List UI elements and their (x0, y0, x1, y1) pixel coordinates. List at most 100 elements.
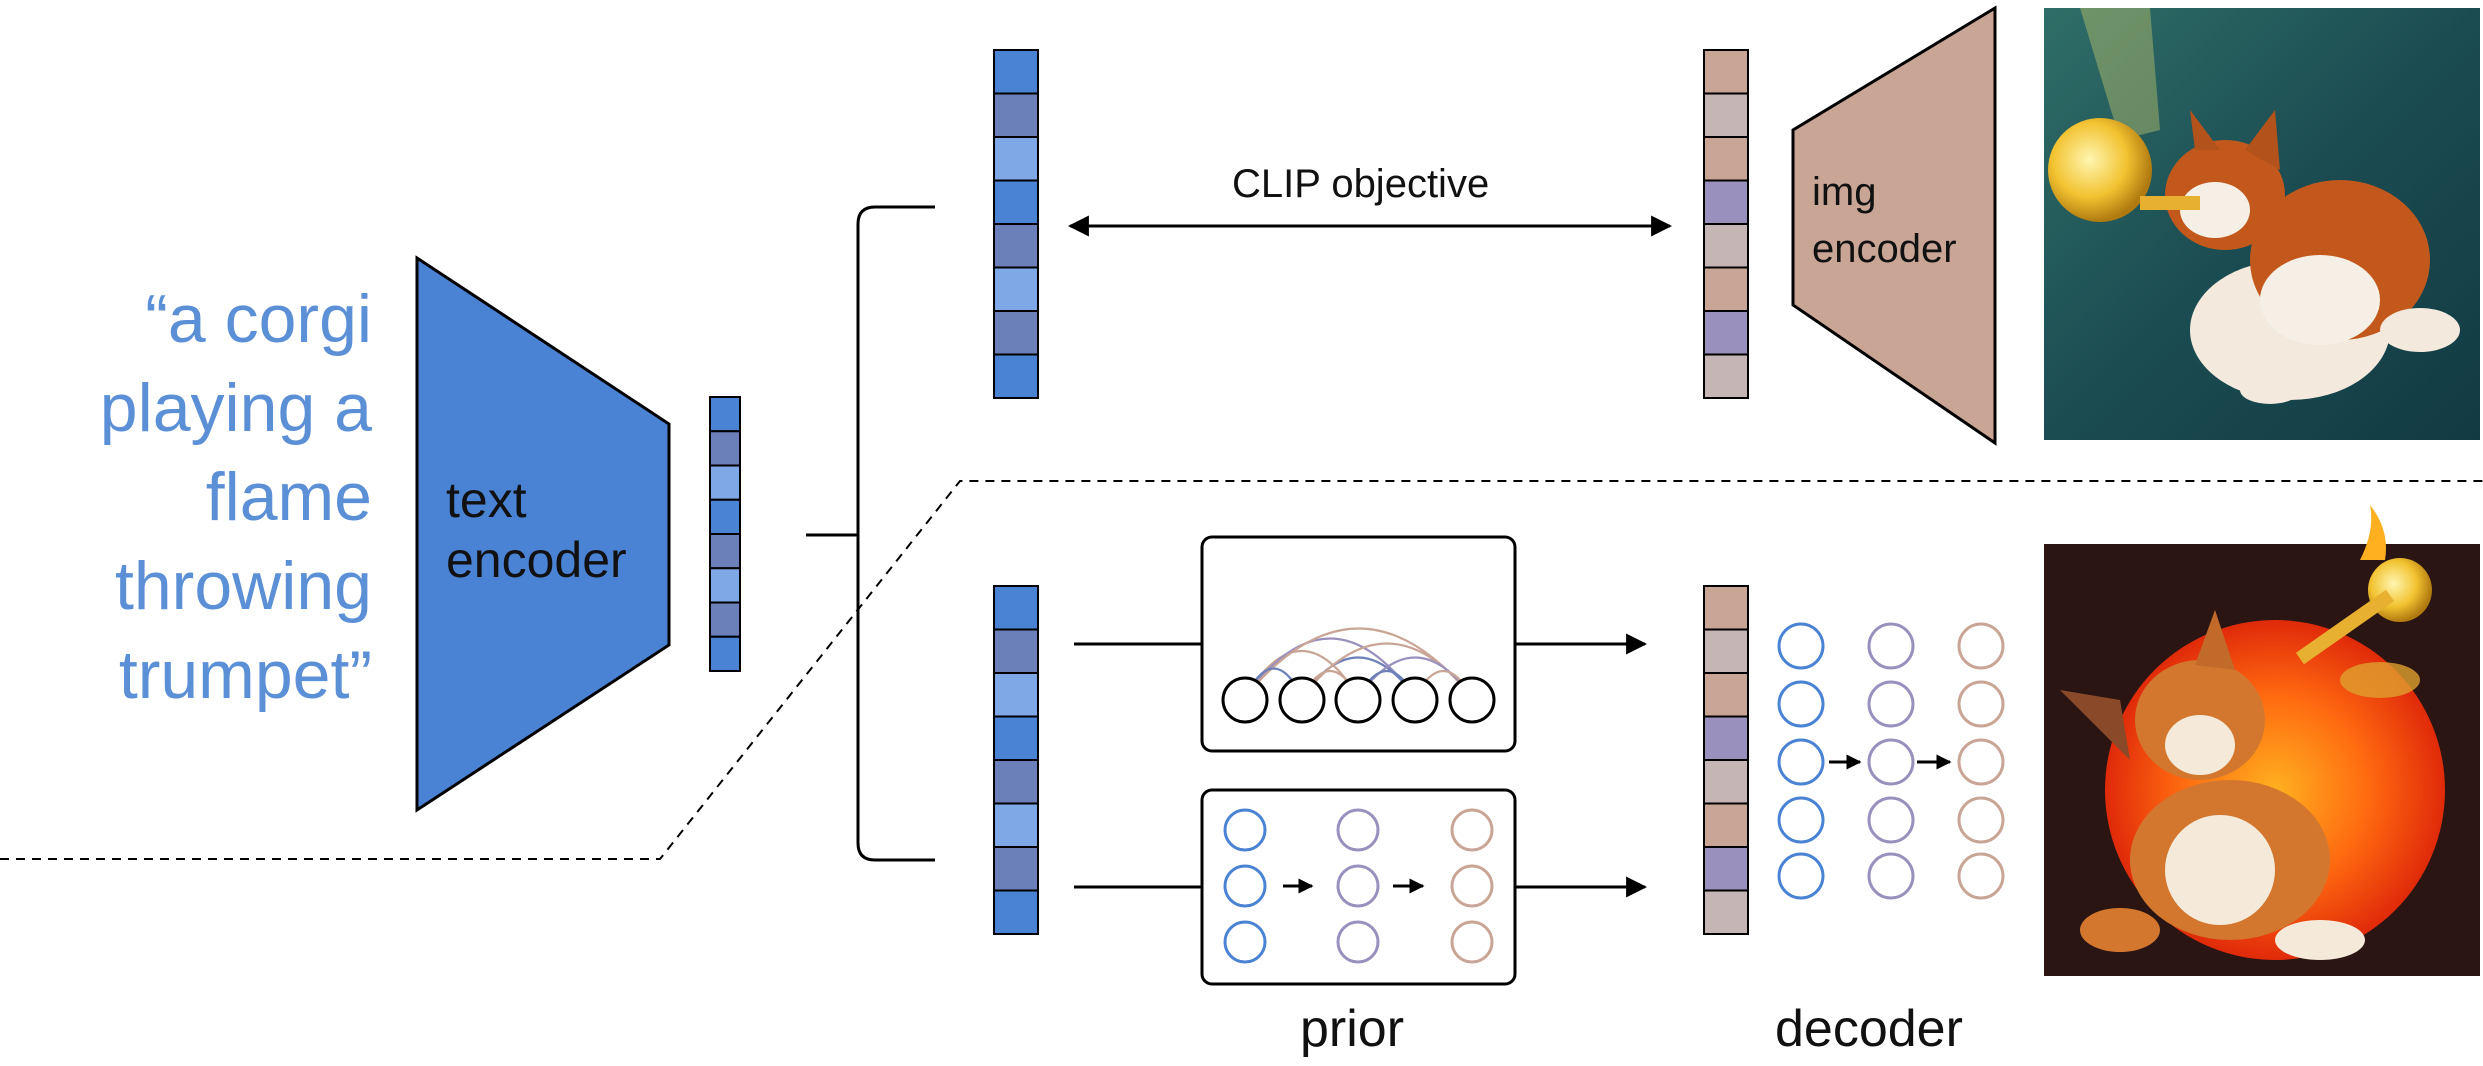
latent-circle (1450, 864, 1494, 908)
token-circle (1278, 676, 1326, 724)
prompt-line: flame (205, 459, 372, 535)
text-encoder-label: text encoder (446, 470, 627, 590)
clip-image-embedding-vector (1703, 49, 1749, 399)
embedding-cell (709, 601, 741, 638)
embedding-cell (993, 353, 1039, 399)
latent-circle (1957, 738, 2005, 786)
latent-circle (1336, 864, 1380, 908)
token-circle (1391, 676, 1439, 724)
embedding-cell (1703, 846, 1749, 892)
img-encoder-label-line: encoder (1812, 227, 1957, 271)
latent-circle (1867, 852, 1915, 900)
latent-circle (1957, 622, 2005, 670)
latent-circle (1450, 808, 1494, 852)
embedding-cell (1703, 889, 1749, 935)
latent-circle (1957, 796, 2005, 844)
prompt-line: “a corgi (145, 281, 372, 357)
decoder-label: decoder (1775, 1000, 1963, 1058)
embedding-cell (1703, 759, 1749, 805)
prompt-line: throwing (114, 548, 372, 624)
clip-objective-label: CLIP objective (1232, 162, 1490, 206)
latent-circle (1867, 680, 1915, 728)
embedding-cell (993, 49, 1039, 95)
decoder-diffusion-grid (1777, 622, 2005, 900)
latent-circle (1867, 622, 1915, 670)
embedding-cell (1703, 672, 1749, 718)
text-embedding-vector (709, 396, 741, 672)
text-encoder-label-line: encoder (446, 532, 627, 588)
text-encoder-label-line: text (446, 472, 527, 528)
embedding-cell (993, 223, 1039, 269)
text-prompt: “a corgi playing a flame throwing trumpe… (42, 275, 372, 720)
prior-label: prior (1300, 1000, 1405, 1058)
latent-circle (1777, 738, 1825, 786)
embedding-cell (1703, 715, 1749, 761)
clip-text-embedding-vector (993, 49, 1039, 399)
embedding-cell (993, 92, 1039, 138)
prompt-line: trumpet” (118, 637, 372, 713)
embedding-cell (709, 635, 741, 672)
embedding-cell (993, 672, 1039, 718)
embedding-cell (1703, 179, 1749, 225)
embedding-cell (993, 266, 1039, 312)
prior-diffusion-box (1200, 788, 1517, 986)
embedding-cell (993, 846, 1039, 892)
embedding-cell (1703, 136, 1749, 182)
input-image (2044, 8, 2480, 440)
embedding-cell (1703, 49, 1749, 95)
embedding-cell (993, 802, 1039, 848)
embedding-cell (709, 464, 741, 501)
latent-circle (1777, 680, 1825, 728)
img-encoder-label-line: img (1812, 170, 1877, 214)
latent-circle (1450, 920, 1494, 964)
text-encoder-block (415, 255, 671, 813)
latent-circle (1223, 920, 1267, 964)
embedding-cell (1703, 585, 1749, 631)
latent-circle (1223, 864, 1267, 908)
embedding-cell (1703, 802, 1749, 848)
embedding-cell (993, 889, 1039, 935)
latent-circle (1777, 796, 1825, 844)
latent-circle (1957, 680, 2005, 728)
embedding-cell (709, 567, 741, 604)
img-encoder-label: img encoder (1812, 164, 1957, 278)
autoregressive-token-row (1221, 676, 1496, 724)
latent-circle (1957, 852, 2005, 900)
latent-circle (1223, 808, 1267, 852)
latent-circle (1867, 796, 1915, 844)
token-circle (1334, 676, 1382, 724)
embedding-cell (993, 179, 1039, 225)
embedding-cell (993, 136, 1039, 182)
prior-input-embedding-vector (993, 585, 1039, 935)
generated-image (2044, 505, 2480, 976)
decoder-input-embedding-vector (1703, 585, 1749, 935)
embedding-cell (1703, 310, 1749, 356)
bracket-connector (806, 205, 935, 862)
embedding-cell (709, 498, 741, 535)
token-circle (1448, 676, 1496, 724)
embedding-cell (993, 628, 1039, 674)
embedding-cell (1703, 92, 1749, 138)
latent-circle (1336, 808, 1380, 852)
embedding-cell (993, 310, 1039, 356)
latent-circle (1777, 622, 1825, 670)
prompt-line: playing a (99, 370, 372, 446)
embedding-cell (1703, 628, 1749, 674)
latent-circle (1777, 852, 1825, 900)
latent-circle (1336, 920, 1380, 964)
embedding-cell (993, 715, 1039, 761)
embedding-cell (1703, 353, 1749, 399)
embedding-cell (709, 430, 741, 467)
embedding-cell (709, 396, 741, 433)
embedding-cell (709, 533, 741, 570)
embedding-cell (993, 585, 1039, 631)
latent-circle (1867, 738, 1915, 786)
img-encoder-block (1791, 5, 1997, 446)
separator-line (0, 480, 2483, 860)
embedding-cell (1703, 266, 1749, 312)
prior-diffusion-grid (1223, 808, 1494, 964)
embedding-cell (1703, 223, 1749, 269)
token-circle (1221, 676, 1269, 724)
